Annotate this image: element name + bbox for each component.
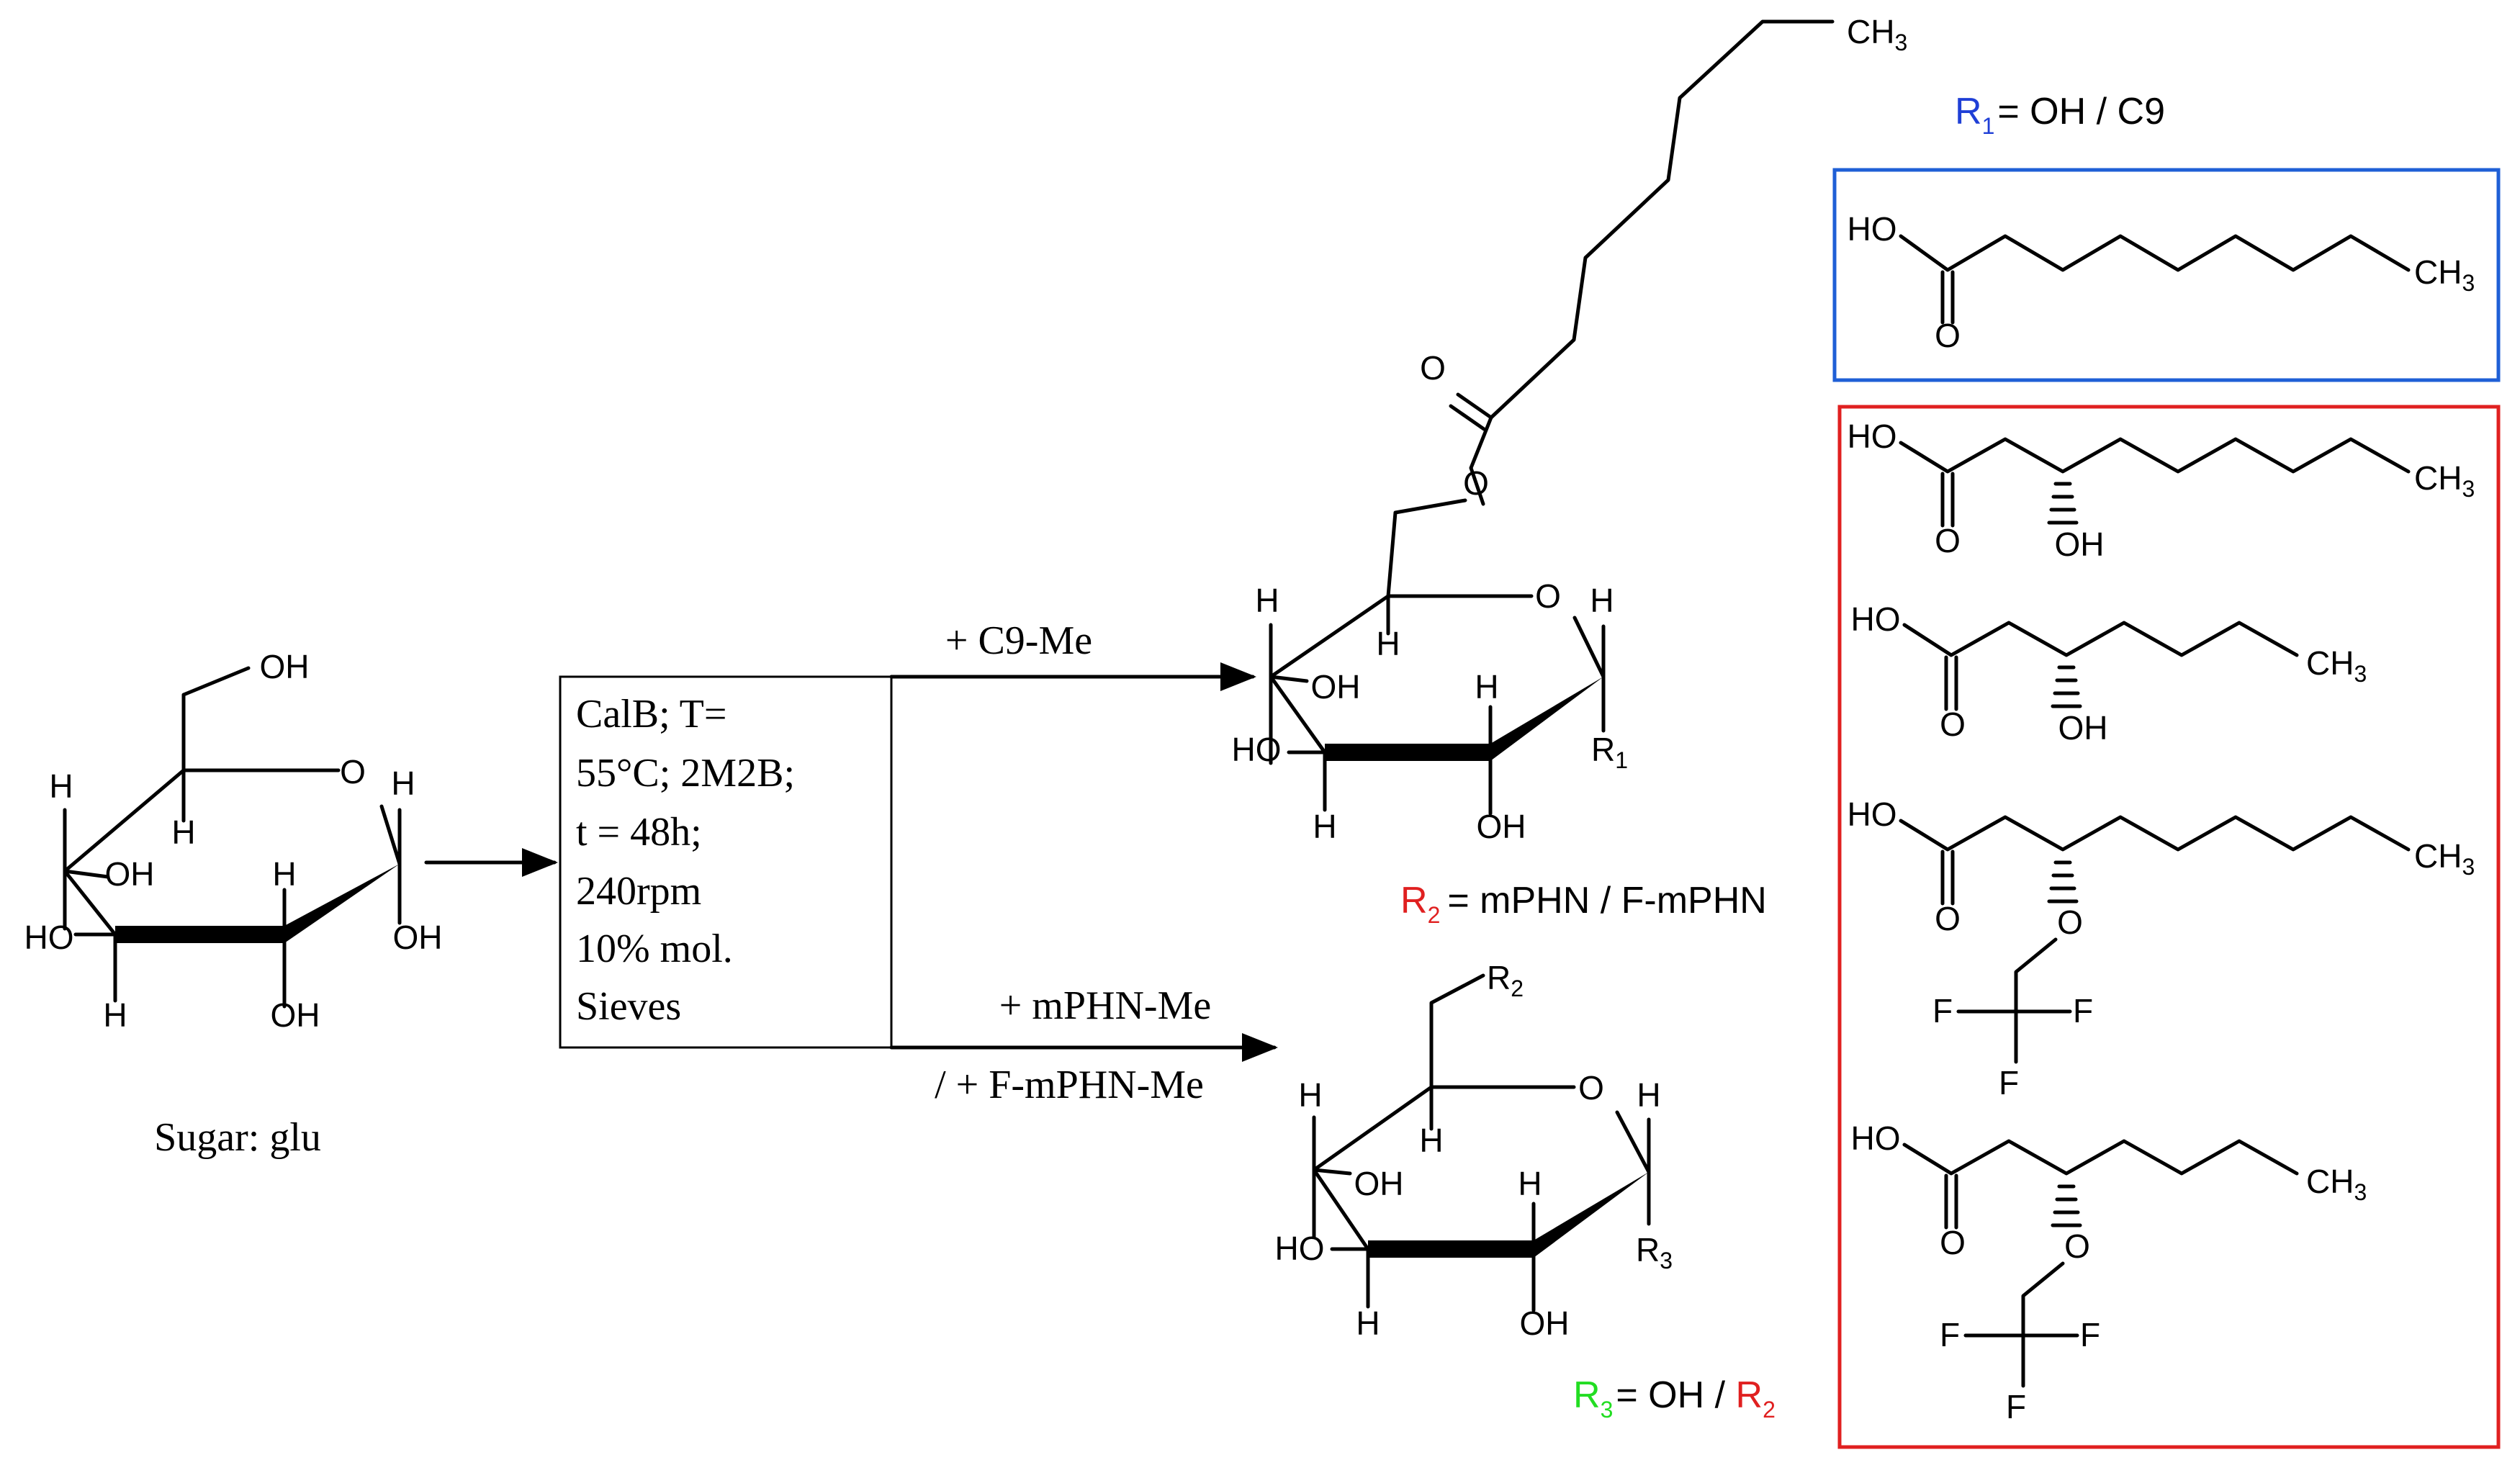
fluorine-label: F	[1999, 1064, 2019, 1101]
condition-line: CalB; T=	[576, 692, 726, 736]
hydrogen-label: H	[1376, 625, 1400, 662]
hydrogen-label: H	[171, 814, 195, 851]
r3-definition: R3= OH / R2	[1573, 1374, 1776, 1423]
top-reagent-label: + C9-Me	[945, 618, 1092, 663]
carbonyl-oxygen-label: O	[1935, 900, 1961, 937]
condition-line: Sieves	[576, 984, 681, 1029]
hydrogen-label: H	[1313, 808, 1336, 845]
condition-line: 55°C; 2M2B;	[576, 751, 795, 796]
ch3-label: CH3	[2414, 837, 2475, 880]
r1-definition: R1= OH / C9	[1955, 91, 2165, 139]
carbonyl-oxygen-label: O	[1940, 706, 1966, 743]
fluorine-label: F	[1940, 1316, 1960, 1353]
sugar-label: Sugar: glu	[154, 1115, 321, 1160]
ho-label: HO	[1848, 418, 1897, 455]
oh-label: OH	[1311, 668, 1361, 706]
carbonyl-oxygen-label: O	[1935, 522, 1961, 559]
oh-label: OH	[393, 919, 443, 956]
ch3-label: CH3	[2414, 459, 2475, 502]
r2-label: R2	[1487, 959, 1524, 1001]
ch3-label: CH3	[2306, 1163, 2367, 1205]
oh-label: OH	[2058, 709, 2108, 747]
phn-product-structure: R2 O H H H OH H HO H OH R3	[1275, 959, 1673, 1342]
c9-acid-box	[1832, 168, 2501, 382]
carbonyl-oxygen-label: O	[1935, 317, 1961, 354]
fluorine-label: F	[2073, 992, 2093, 1029]
carbonyl-oxygen-label: O	[1420, 349, 1446, 387]
condition-line: 240rpm	[576, 869, 701, 914]
ho-label: HO	[1851, 600, 1901, 638]
oh-label: OH	[260, 648, 310, 685]
fluorine-label: F	[1932, 992, 1953, 1029]
ho-label: HO	[24, 919, 74, 956]
ch3-label: CH3	[2414, 253, 2475, 296]
bottom-reagent-label: + mPHN-Me	[999, 983, 1211, 1028]
hydrogen-label: H	[1298, 1076, 1322, 1114]
hydrogen-label: H	[1419, 1122, 1443, 1159]
ho-label: HO	[1851, 1119, 1901, 1157]
ch3-label: CH3	[2306, 644, 2367, 687]
r3-label: R3	[1636, 1231, 1673, 1274]
ho-label: HO	[1275, 1230, 1325, 1267]
oh-label: OH	[1354, 1165, 1404, 1202]
condition-line: t = 48h;	[576, 810, 702, 855]
ring-oxygen-label: O	[340, 753, 366, 790]
ether-oxygen-label: O	[2057, 904, 2083, 941]
phn-acids-box	[1837, 405, 2501, 1449]
hydroxyheptanoic-acid-structure: HO O OH CH3	[1851, 600, 2367, 747]
ester-oxygen-label: O	[1463, 464, 1489, 502]
hydrogen-label: H	[1255, 582, 1279, 619]
oh-label: OH	[1477, 808, 1526, 845]
hydrogen-label: H	[1637, 1076, 1660, 1114]
ring-oxygen-label: O	[1578, 1069, 1604, 1107]
ring-oxygen-label: O	[1535, 577, 1561, 615]
r2-definition: R2= mPHN / F-mPHN	[1400, 880, 1767, 928]
fluorinated-heptanoic-acid-structure: HO O O F F F CH3	[1851, 1119, 2367, 1425]
hydrogen-label: H	[1356, 1304, 1380, 1342]
c9-acid-structure: HO O CH3	[1848, 210, 2475, 354]
fluorine-label: F	[2006, 1388, 2026, 1425]
hydrogen-label: H	[1475, 668, 1498, 706]
hydrogen-label: H	[1590, 582, 1614, 619]
glucose-structure: OH O H H H OH H HO OH H OH	[24, 648, 443, 1034]
oh-label: OH	[271, 996, 320, 1034]
hydrogen-label: H	[49, 767, 73, 805]
ho-label: HO	[1848, 210, 1897, 248]
hydrogen-label: H	[272, 855, 296, 893]
hydrogen-label: H	[391, 765, 415, 802]
oh-label: OH	[1520, 1304, 1570, 1342]
ether-oxygen-label: O	[2064, 1227, 2090, 1265]
condition-line: 10% mol.	[576, 927, 733, 971]
hydroxynonanoic-acid-structure: HO O OH CH3	[1848, 418, 2475, 563]
bottom-reagent-label: / + F-mPHN-Me	[935, 1063, 1204, 1107]
r1-label: R1	[1591, 731, 1628, 773]
fluorine-label: F	[2080, 1316, 2100, 1353]
conditions-box	[559, 675, 893, 1049]
hydrogen-label: H	[1518, 1165, 1542, 1202]
ho-label: HO	[1848, 796, 1897, 833]
oh-label: OH	[105, 855, 155, 893]
conditions-text: CalB; T= 55°C; 2M2B; t = 48h; 240rpm 10%…	[576, 692, 795, 1029]
ester-product-structure: O O O H H H OH H HO H OH R1 CH3	[1232, 13, 1908, 845]
hydrogen-label: H	[103, 996, 127, 1034]
fluorinated-nonanoic-acid-structure: HO O O F F F CH3	[1848, 796, 2475, 1101]
carbonyl-oxygen-label: O	[1940, 1224, 1966, 1261]
ho-label: HO	[1232, 731, 1282, 768]
ch3-label: CH3	[1847, 13, 1907, 55]
oh-label: OH	[2055, 526, 2105, 563]
